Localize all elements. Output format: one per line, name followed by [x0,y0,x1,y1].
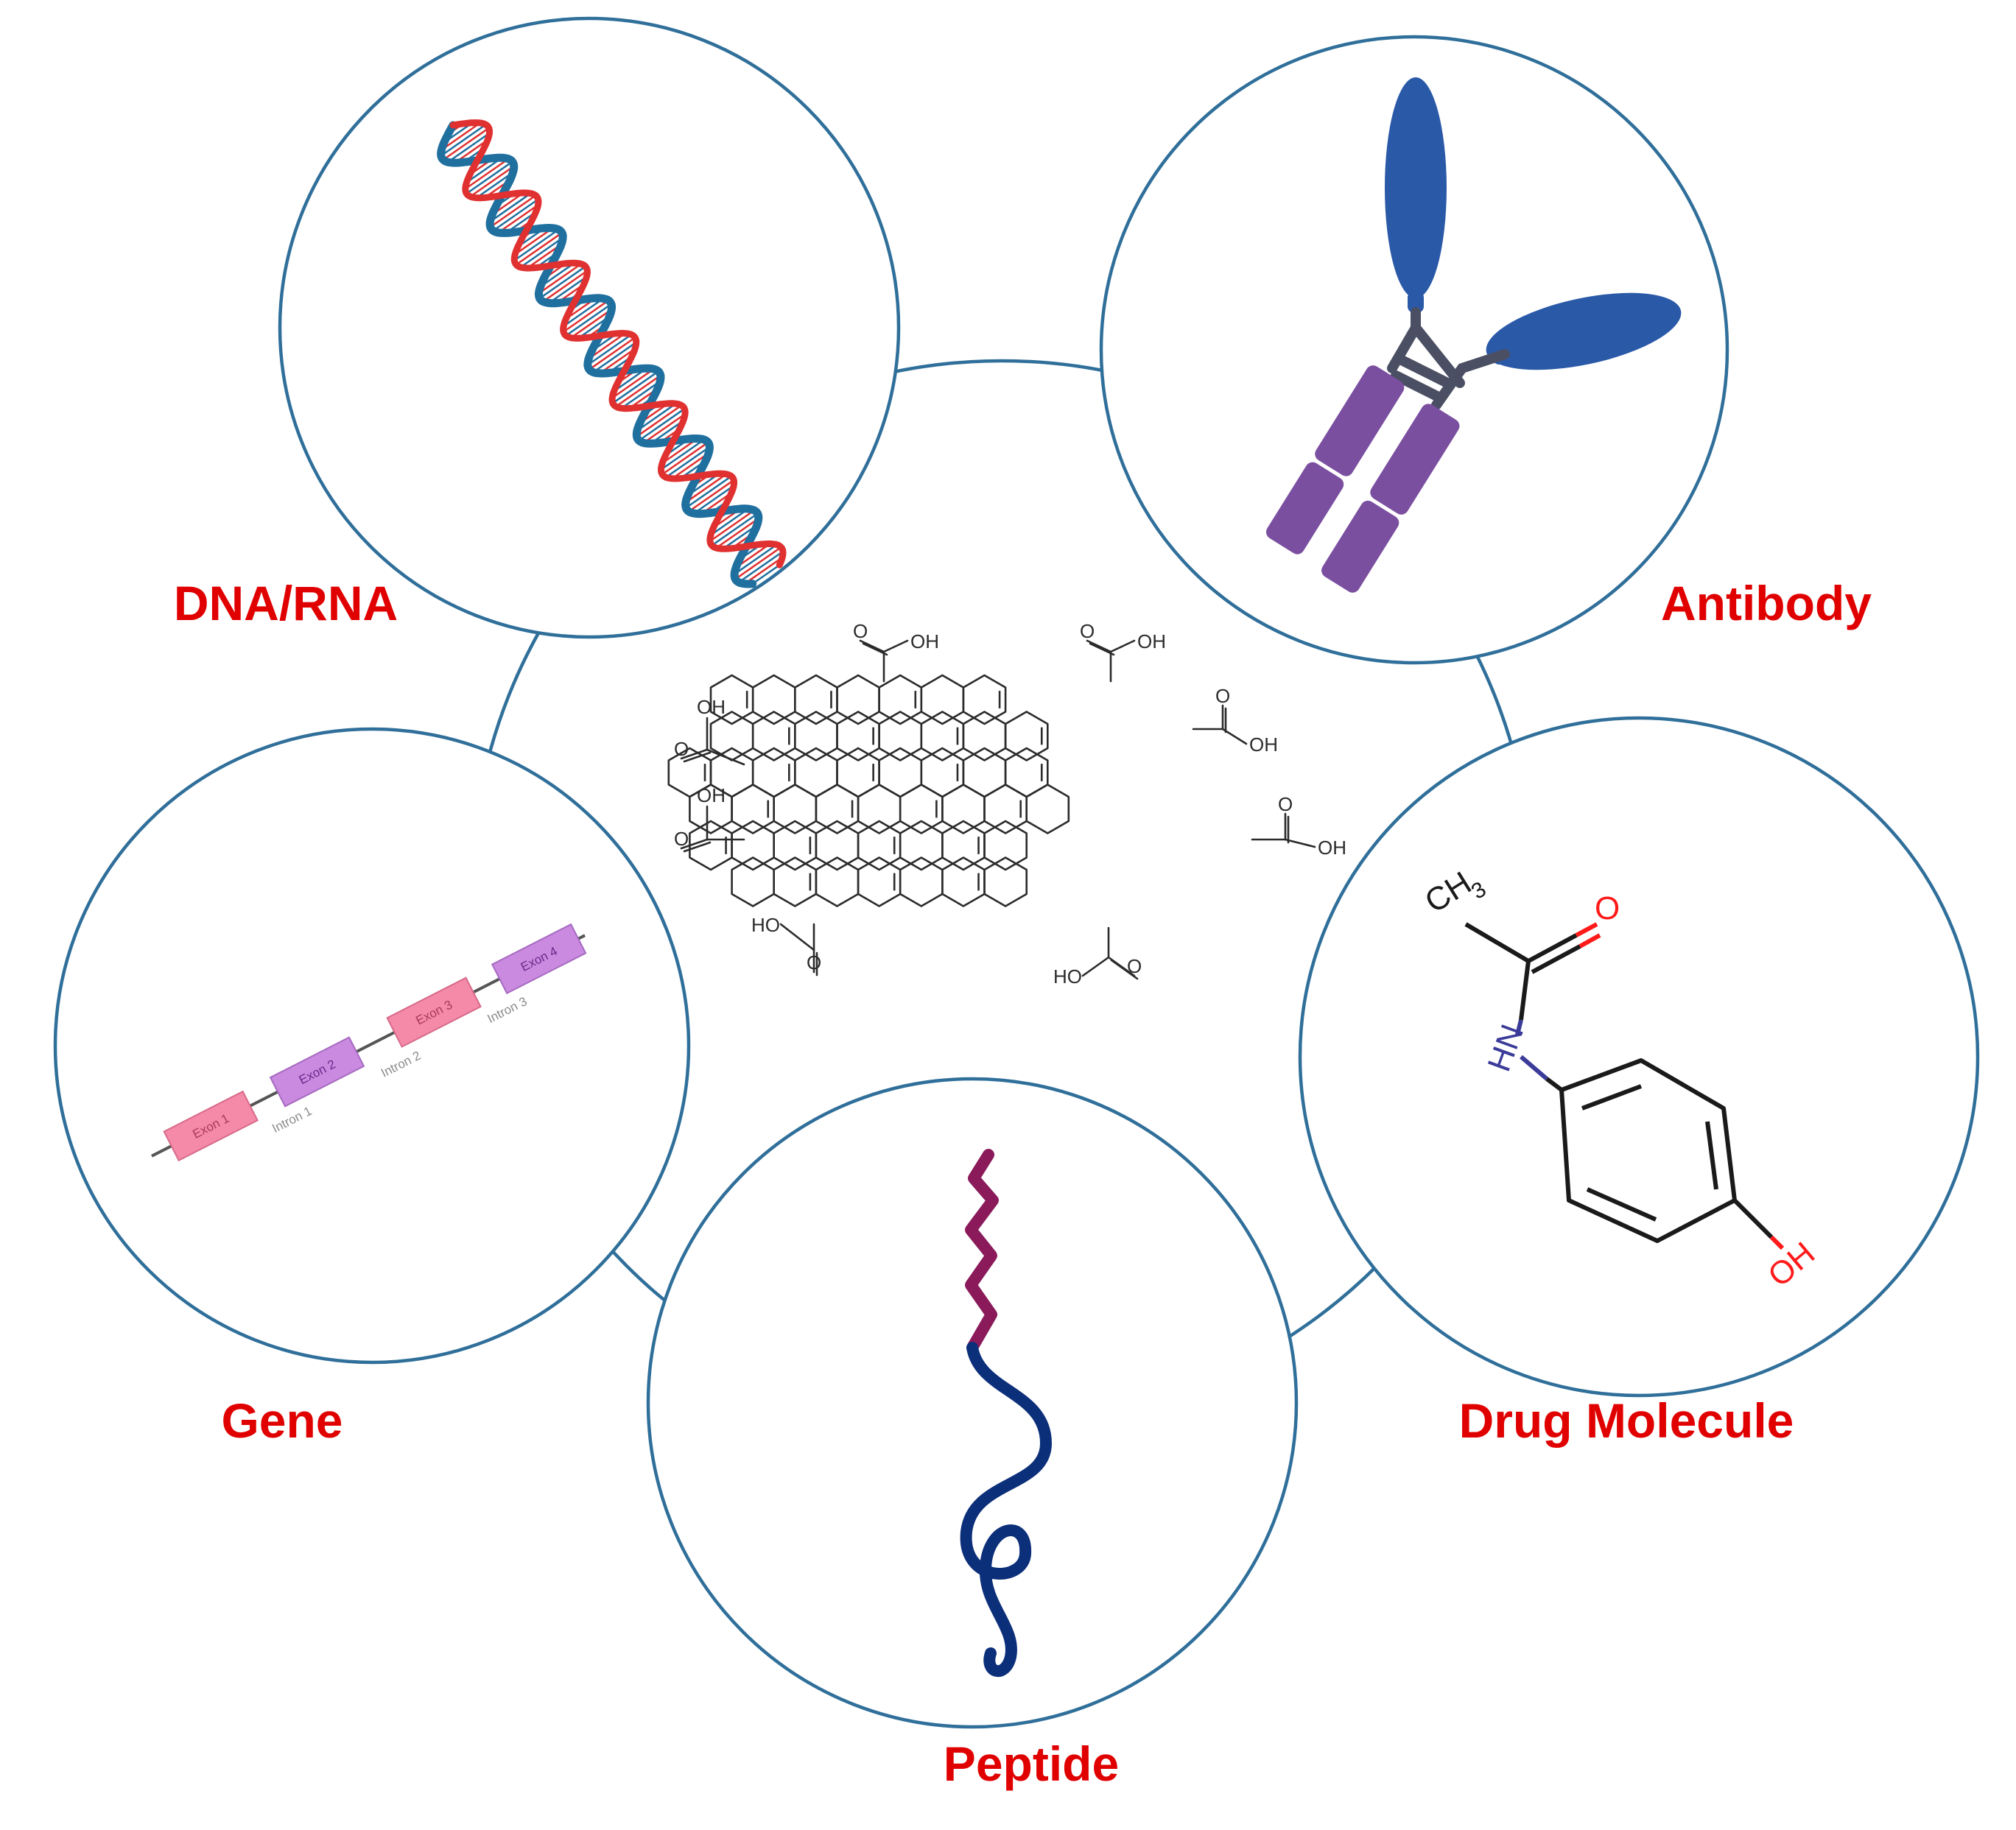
dna-double-helix-icon [437,119,787,588]
hydroxyl-atom: OH [697,696,726,718]
hydroxyl-atom: HO [751,914,780,936]
antibody-circle [1099,35,1729,665]
carbonyl-oxygen-atom: O [1278,793,1293,815]
exon-4-box: Exon 4 [491,923,587,995]
carbonyl-oxygen-atom: O [674,738,689,760]
carbonyl-oxygen-atom: O [1127,955,1142,977]
drug-molecule-circle [1298,716,1980,1398]
exon-2-box: Exon 2 [269,1036,365,1108]
dna-rna-node [278,16,901,639]
antibody-node [1099,35,1729,665]
exon-3-box: Exon 3 [386,976,482,1048]
peptide-zigzag-segment [965,1149,999,1354]
peptide-coil-segment [960,1342,1052,1677]
hydroxyl-atom: OH [1137,630,1166,652]
drug-molecule-label: Drug Molecule [1459,1393,1794,1448]
hydroxyl-atom: OH [910,630,939,652]
antibody-label: Antibody [1661,576,1872,630]
hydroxyl-atom: HO [1053,965,1082,988]
carbonyl-oxygen-atom: O [1215,685,1230,707]
hydroxyl-atom: OH [697,784,726,806]
antibody-fab-right [1486,292,1682,370]
peptide-chain-icon [960,1149,1052,1677]
carbonyl-oxygen-label: O [1595,890,1620,926]
gene-node: Exon 1 Intron 1 Exon 2 Intron 2 Exon 3 I… [53,727,691,1365]
carbonyl-oxygen-atom: O [807,951,821,974]
antibody-icon [1266,77,1682,593]
peptide-node [646,1077,1299,1729]
antibody-heavy-chain-right [1321,404,1460,593]
dna-rna-label: DNA/RNA [174,576,398,630]
carbonyl-oxygen-atom: O [674,828,689,850]
antibody-fab-top [1385,77,1447,298]
carbonyl-oxygen-atom: O [853,620,868,642]
hydroxyl-atom: OH [1249,733,1278,756]
gene-circle [53,727,691,1365]
antibody-heavy-chain-left [1266,365,1405,555]
gene-label: Gene [221,1393,343,1448]
exon-1-box: Exon 1 [163,1090,259,1162]
dna-rna-circle [278,16,901,639]
carbonyl-oxygen-atom: O [1080,620,1095,642]
hydroxyl-atom: OH [1318,837,1346,859]
drug-molecule-node: CH 3 O HN OH [1298,716,1980,1398]
peptide-circle [646,1077,1299,1729]
graphene-oxide-structure [667,674,1070,907]
peptide-label: Peptide [944,1736,1119,1791]
